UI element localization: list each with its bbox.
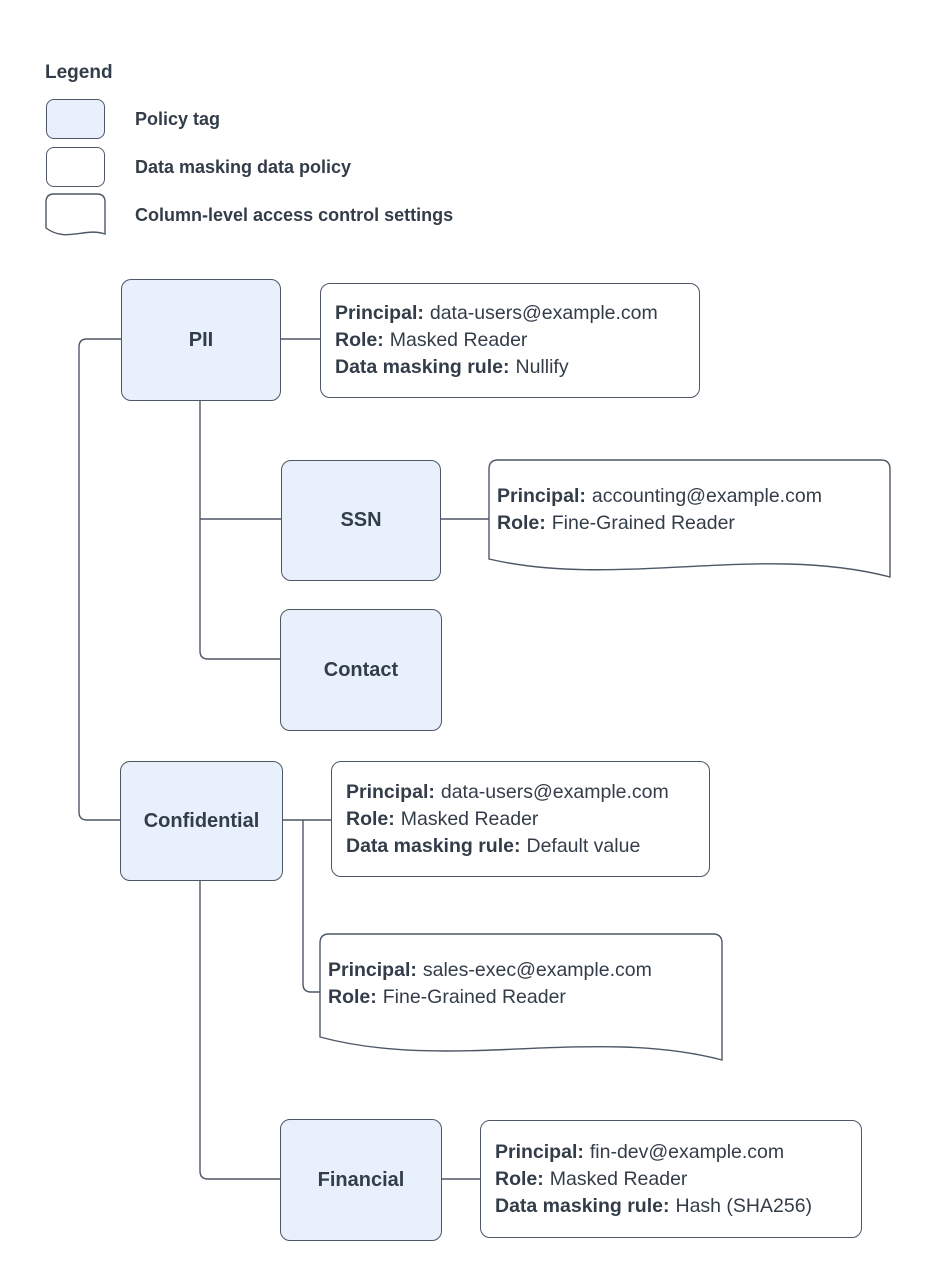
- legend-item-data-masking-policy: Data masking data policy: [135, 157, 352, 177]
- column-acl-box-confidential: Principal:sales-exec@example.com Role:Fi…: [328, 934, 714, 1033]
- node-label: SSN: [340, 509, 382, 531]
- policy-field-masking-rule: Data masking rule:Hash (SHA256): [495, 1194, 813, 1217]
- policy-tag-node-confidential: Confidential: [120, 761, 283, 881]
- policy-field-masking-rule: Data masking rule:Nullify: [335, 356, 569, 378]
- legend-item-policy-tag: Policy tag: [135, 109, 221, 129]
- policy-field-principal: Principal:sales-exec@example.com: [328, 958, 652, 981]
- policy-field-principal: Principal:accounting@example.com: [497, 484, 822, 507]
- policy-field-masking-rule: Data masking rule:Default value: [346, 834, 641, 857]
- node-label: Confidential: [143, 809, 260, 832]
- policy-tag-node-ssn: SSN: [281, 460, 441, 581]
- legend-policy-tag-swatch: [46, 99, 105, 139]
- document-shape-ssn-acl: [488, 459, 891, 578]
- legend-document-swatch: [45, 193, 106, 236]
- masking-policy-box-pii: Principal:data-users@example.com Role:Ma…: [320, 283, 700, 398]
- connector-pii-children-spine: [199, 399, 280, 660]
- policy-field-role: Role:Masked Reader: [335, 329, 528, 351]
- connector-confidential-to-financial: [199, 879, 280, 1180]
- document-shape-confidential-acl: [319, 933, 723, 1061]
- policy-tag-node-pii: PII: [121, 279, 281, 401]
- policy-field-principal: Principal:data-users@example.com: [346, 780, 669, 803]
- legend-item-column-acl: Column-level access control settings: [135, 205, 454, 225]
- masking-policy-box-financial: Principal:fin-dev@example.com Role:Maske…: [480, 1120, 862, 1238]
- legend-title: Legend: [45, 62, 113, 83]
- policy-tag-node-contact: Contact: [280, 609, 442, 731]
- connector-confidential-to-acl-document: [302, 820, 320, 993]
- node-label: Financial: [317, 1168, 405, 1191]
- connector-pii-to-confidential: [78, 338, 121, 821]
- policy-field-principal: Principal:fin-dev@example.com: [495, 1140, 785, 1163]
- policy-tag-node-financial: Financial: [280, 1119, 442, 1241]
- node-label: Contact: [323, 658, 399, 681]
- column-acl-box-ssn: Principal:accounting@example.com Role:Fi…: [497, 461, 881, 558]
- legend-data-policy-swatch: [46, 147, 105, 187]
- policy-field-role: Role:Masked Reader: [495, 1167, 688, 1190]
- masking-policy-box-confidential: Principal:data-users@example.com Role:Ma…: [331, 761, 710, 877]
- policy-field-principal: Principal:data-users@example.com: [335, 302, 658, 324]
- policy-field-role: Role:Masked Reader: [346, 807, 539, 830]
- policy-field-role: Role:Fine-Grained Reader: [328, 985, 566, 1008]
- node-label: PII: [188, 328, 214, 351]
- policy-field-role: Role:Fine-Grained Reader: [497, 511, 735, 534]
